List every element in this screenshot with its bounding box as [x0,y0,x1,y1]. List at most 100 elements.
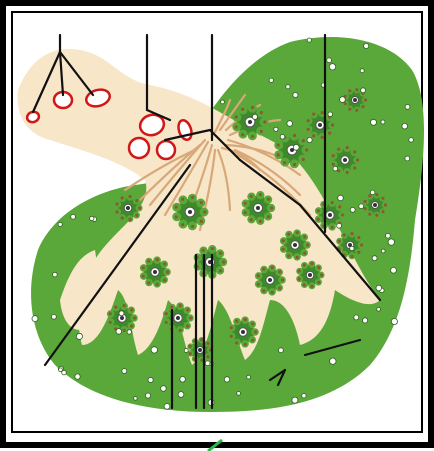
cluster-granule [200,220,203,223]
cluster-granule [375,193,378,196]
tissue-cell [377,307,381,311]
cluster-granule [109,312,112,315]
cluster-granule [123,304,126,307]
cluster-granule [283,161,286,164]
cluster-granule [364,200,367,203]
tissue-cell [327,58,332,63]
cluster-granule [211,247,214,250]
cluster-granule [331,201,334,204]
cluster-granule [262,268,265,271]
cluster-granule [191,196,194,199]
cluster-granule [375,214,378,217]
tissue-cell [205,361,210,366]
cluster-nucleus [328,213,332,217]
cluster-granule [353,167,356,170]
tissue-cell [381,249,385,253]
tissue-cell [148,377,153,382]
cluster-granule [270,206,273,209]
cluster-granule [128,218,131,221]
tissue-cell [247,375,251,379]
cluster-granule [181,198,184,201]
cluster-granule [219,269,222,272]
cluster-granule [348,89,351,92]
cluster-granule [259,220,262,223]
cluster-granule [165,312,168,315]
cluster-granule [332,154,335,157]
cluster-granule [320,273,323,276]
cluster-granule [189,352,192,355]
tissue-cell [252,114,257,119]
cluster-granule [296,256,299,259]
cluster-granule [135,199,138,202]
cluster-granule [163,262,166,265]
cluster-granule [175,205,178,208]
cluster-nucleus [373,203,377,207]
cluster-nucleus [176,316,180,320]
tissue-cell [184,349,188,353]
cluster-nucleus [188,210,192,214]
cluster-granule [251,135,254,138]
cluster-granule [257,283,260,286]
cluster-granule [251,106,254,109]
cluster-granule [156,258,159,261]
tissue-cell [402,123,408,129]
cluster-granule [282,248,285,251]
tissue-cell [360,69,364,73]
cluster-granule [278,287,281,290]
tissue-cell [363,318,368,323]
cluster-granule [368,194,371,197]
tissue-cell [224,377,229,382]
cluster-granule [321,111,324,114]
cluster-granule [293,163,296,166]
cluster-granule [353,150,356,153]
cluster-granule [293,134,296,137]
cluster-granule [147,260,150,263]
cluster-granule [302,158,305,161]
cluster-granule [166,270,169,273]
tissue-cell [329,64,335,70]
cluster-granule [306,243,309,246]
cluster-granule [235,125,238,128]
cluster-granule [287,233,290,236]
cluster-granule [331,123,334,126]
tissue-cell [53,272,58,277]
cluster-granule [250,218,253,221]
cluster-granule [331,226,334,229]
cluster-granule [350,232,353,235]
cluster-nucleus [153,270,157,274]
cluster-granule [317,209,320,212]
cluster-granule [259,193,262,196]
tissue-cell [302,394,306,398]
tissue-cell [180,377,186,383]
tissue-cell [307,137,312,142]
cluster-granule [355,88,358,91]
tissue-cell [116,329,122,335]
cluster-granule [135,214,138,217]
cluster-granule [277,143,280,146]
tissue-cell [286,85,290,89]
cluster-granule [235,320,238,323]
cluster-granule [219,252,222,255]
cluster-granule [241,133,244,136]
cluster-nucleus [353,98,357,102]
tissue-cell [119,311,124,316]
cluster-granule [163,279,166,282]
tissue-cell [52,314,57,319]
tissue-cell [62,370,67,375]
cluster-granule [346,171,349,174]
tissue-cell [269,78,273,82]
tissue-cell [145,393,150,398]
cluster-nucleus [268,278,272,282]
cluster-granule [138,206,141,209]
tissue-cell [75,374,80,379]
cluster-granule [147,281,150,284]
cluster-granule [175,215,178,218]
cluster-granule [271,291,274,294]
cluster-granule [251,322,254,325]
cluster-granule [260,111,263,114]
cluster-nucleus [318,123,322,127]
cluster-granule [123,329,126,332]
tissue-cell [307,38,311,42]
cluster-granule [262,289,265,292]
